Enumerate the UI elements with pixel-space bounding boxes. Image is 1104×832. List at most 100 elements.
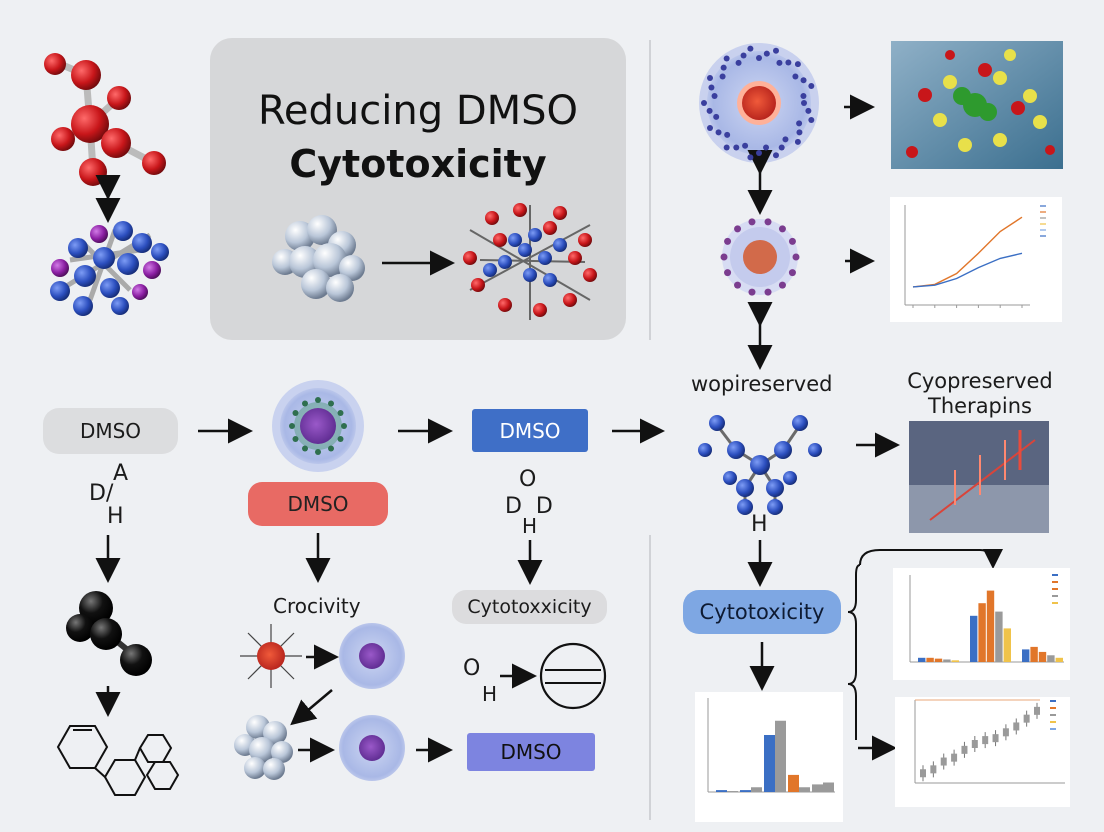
- complex-red-atom: [553, 206, 567, 220]
- small-bar: [812, 784, 823, 792]
- mid-cell-bead: [337, 436, 344, 442]
- grouped-bar: [926, 657, 934, 662]
- grouped-bar: [934, 658, 943, 662]
- cell-bead: [800, 77, 807, 84]
- small-bar: [727, 791, 738, 792]
- title-line2: Cytotoxicity: [289, 142, 547, 186]
- cell-bead: [723, 144, 730, 151]
- complex-red-atom: [498, 298, 512, 312]
- complex-red-atom: [463, 251, 477, 265]
- small-bar: [740, 790, 751, 792]
- cell-bead: [796, 120, 803, 127]
- cell-bead: [708, 84, 715, 91]
- arrow-to-bar-chart: [859, 548, 1003, 569]
- grouped-legend-swatch: [1052, 602, 1058, 604]
- grouped-bar: [1003, 628, 1011, 662]
- cell-bead: [742, 142, 749, 149]
- damaged-cell-bead: [764, 218, 772, 226]
- damaged-cell-bead: [788, 237, 796, 245]
- complex-red-atom: [533, 303, 547, 317]
- mid-cell-bead: [328, 400, 334, 407]
- cell-purple-small-2: [339, 715, 405, 781]
- damaged-cell-bead: [748, 288, 756, 296]
- arrow-diagonal: [290, 689, 333, 726]
- formula-low-h: H: [482, 682, 498, 706]
- cell-bead: [785, 59, 792, 66]
- cytotoxicity-pill-blue[interactable]: Cytotoxicity: [683, 590, 841, 634]
- damaged-cell-bead: [734, 225, 742, 233]
- cell-bead: [782, 136, 789, 143]
- damaged-cell-bead: [788, 269, 796, 277]
- cell-bead: [706, 75, 713, 82]
- cell-bead: [772, 152, 779, 159]
- cyopreserved-line1: Cyopreserved: [907, 369, 1053, 393]
- mid-cell-bead: [315, 397, 321, 403]
- complex-blue-atom: [498, 255, 512, 269]
- complex-blue-atom: [508, 233, 522, 247]
- mid-cell-bead: [328, 445, 334, 452]
- cell-bead: [792, 73, 799, 80]
- small-bar: [764, 735, 775, 792]
- cell-bead: [747, 154, 754, 161]
- cell-bead: [808, 116, 815, 123]
- damaged-cell-bead: [724, 269, 732, 277]
- dmso-pill-blue[interactable]: DMSO: [472, 409, 588, 452]
- cell-bead: [723, 55, 730, 62]
- box-legend-swatch: [1050, 721, 1056, 723]
- title-text-area: Reducing DMSO Cytotoxicity: [210, 38, 626, 218]
- mid-cell-bead: [337, 410, 344, 416]
- box-mark: [982, 736, 989, 745]
- grouped-legend-swatch: [1052, 574, 1058, 576]
- cell-purple-small-1: [339, 623, 405, 689]
- cell-bead: [776, 59, 783, 66]
- grouped-bar: [1030, 646, 1038, 662]
- damaged-cell-bead: [778, 281, 786, 289]
- complex-red-atom: [578, 233, 592, 247]
- barred-circle: [539, 642, 607, 710]
- cell-bead: [778, 144, 785, 151]
- small-bar: [775, 720, 786, 792]
- bracket: [847, 564, 861, 740]
- small-bar: [788, 774, 799, 792]
- box-mark: [930, 765, 937, 774]
- dmso-pill-lavender[interactable]: DMSO: [467, 733, 595, 771]
- complex-red-atom: [568, 251, 582, 265]
- cell-bead: [747, 45, 754, 52]
- title-line1: Reducing DMSO: [257, 88, 579, 134]
- formula-left-h: H: [107, 504, 124, 529]
- damaged-cell-bead: [778, 225, 786, 233]
- cell-bead: [711, 92, 718, 99]
- damaged-cell-bead: [748, 218, 756, 226]
- dmso-pill-grey[interactable]: DMSO: [43, 408, 178, 454]
- ring-structure: [56, 725, 180, 796]
- cytotoxxicity-pill[interactable]: Cytotoxxicity: [452, 590, 607, 624]
- formula-left-a: A: [113, 461, 129, 486]
- damaged-cell-bead: [734, 281, 742, 289]
- grouped-bar: [978, 603, 986, 662]
- box-legend-swatch: [1050, 700, 1056, 702]
- cell-beads: [289, 45, 815, 455]
- grouped-legend-swatch: [1052, 588, 1058, 590]
- box-mark: [961, 745, 968, 754]
- cell-bead: [715, 129, 722, 136]
- box-mark: [1023, 714, 1030, 723]
- cell-bead: [805, 107, 812, 114]
- complex-blue-atom: [528, 228, 542, 242]
- grouped-bar: [1038, 651, 1047, 662]
- grouped-bar: [1055, 657, 1063, 662]
- mid-cell-bead: [315, 449, 321, 455]
- red-virus: [240, 624, 302, 688]
- cell-bead: [733, 144, 740, 151]
- photo-streaks: [929, 430, 1036, 521]
- molecule-h-label: H: [751, 512, 768, 537]
- cell-bead: [756, 55, 762, 61]
- box-mark: [920, 769, 926, 778]
- mid-cell-bead: [341, 423, 347, 429]
- box-mark: [951, 753, 958, 762]
- black-molecule: [66, 591, 152, 676]
- grouped-bar: [995, 611, 1003, 662]
- formula-low-o: O: [463, 656, 481, 681]
- protein-atoms: [906, 49, 1055, 158]
- dmso-pill-red[interactable]: DMSO: [248, 482, 388, 526]
